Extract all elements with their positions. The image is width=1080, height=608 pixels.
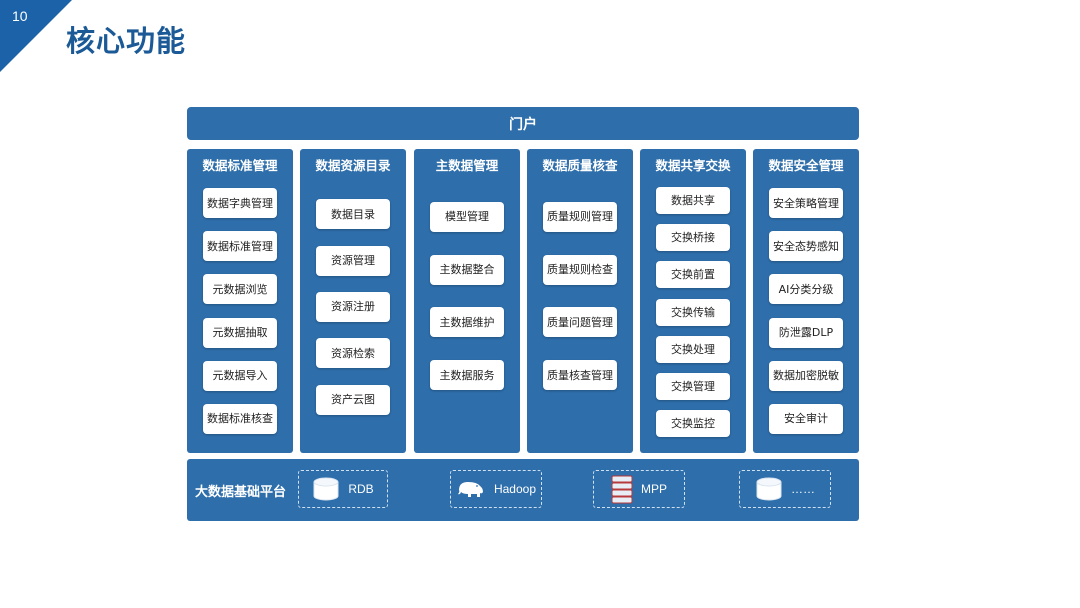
column-data-standard: 数据标准管理 数据字典管理 数据标准管理 元数据浏览 元数据抽取 元数据导入 数… [187, 149, 293, 453]
item-ai-classification: AI分类分级 [769, 274, 843, 305]
column-resource-catalog: 数据资源目录 数据目录 资源管理 资源注册 资源检索 资产云图 [300, 149, 406, 453]
column-data-exchange: 数据共享交换 数据共享 交换桥接 交换前置 交换传输 交换处理 交换管理 交换监… [640, 149, 746, 453]
platform-title: 大数据基础平台 [195, 485, 287, 500]
item-data-masking: 数据加密脱敏 [769, 360, 843, 391]
page-number: 10 [12, 8, 28, 24]
column-master-data: 主数据管理 模型管理 主数据整合 主数据维护 主数据服务 [414, 149, 520, 453]
column-title: 数据质量核查 [542, 158, 618, 173]
item-data-catalog: 数据目录 [316, 199, 390, 230]
database-icon [755, 477, 783, 501]
column-title: 主数据管理 [435, 158, 499, 173]
column-title: 数据标准管理 [202, 158, 278, 173]
item-exchange-transfer: 交换传输 [656, 298, 730, 326]
item-master-maintenance: 主数据维护 [430, 307, 504, 338]
platform-item-more: …… [739, 470, 831, 508]
big-data-platform: 大数据基础平台 RDB Hadoop [187, 459, 859, 521]
platform-item-label: RDB [348, 482, 374, 496]
item-exchange-bridge: 交换桥接 [656, 224, 730, 252]
column-title: 数据安全管理 [768, 158, 844, 173]
column-data-security: 数据安全管理 安全策略管理 安全态势感知 AI分类分级 防泄露DLP 数据加密脱… [753, 149, 859, 453]
portal-bar: 门户 [187, 107, 859, 140]
platform-item-rdb: RDB [298, 470, 388, 508]
item-metadata-extract: 元数据抽取 [203, 317, 277, 348]
item-metadata-import: 元数据导入 [203, 360, 277, 391]
item-resource-register: 资源注册 [316, 291, 390, 322]
item-quality-rule-management: 质量规则管理 [543, 201, 617, 232]
item-exchange-monitor: 交换监控 [656, 409, 730, 437]
item-quality-check-management: 质量核查管理 [543, 360, 617, 391]
column-data-quality: 数据质量核查 质量规则管理 质量规则检查 质量问题管理 质量核查管理 [527, 149, 633, 453]
hadoop-elephant-icon [456, 479, 486, 499]
item-exchange-management: 交换管理 [656, 372, 730, 400]
platform-item-label: …… [791, 482, 815, 496]
item-security-policy: 安全策略管理 [769, 188, 843, 219]
item-master-integration: 主数据整合 [430, 254, 504, 285]
item-standard-check: 数据标准核查 [203, 403, 277, 434]
corner-triangle [0, 0, 72, 72]
item-exchange-process: 交换处理 [656, 335, 730, 363]
item-data-sharing: 数据共享 [656, 187, 730, 215]
architecture-diagram: 门户 数据标准管理 数据字典管理 数据标准管理 元数据浏览 元数据抽取 元数据导… [187, 107, 859, 522]
item-data-standard: 数据标准管理 [203, 231, 277, 262]
column-title: 数据资源目录 [315, 158, 391, 173]
slide-title: 核心功能 [66, 24, 187, 58]
item-asset-cloud-map: 资产云图 [316, 384, 390, 415]
column-title: 数据共享交换 [655, 158, 731, 173]
item-exchange-front: 交换前置 [656, 261, 730, 289]
mpp-server-icon [611, 474, 633, 504]
platform-item-hadoop: Hadoop [450, 470, 542, 508]
item-data-dictionary: 数据字典管理 [203, 188, 277, 219]
item-dlp: 防泄露DLP [769, 317, 843, 348]
database-icon [312, 477, 340, 501]
item-quality-issue-management: 质量问题管理 [543, 307, 617, 338]
item-model-management: 模型管理 [430, 201, 504, 232]
item-security-audit: 安全审计 [769, 403, 843, 434]
item-security-situation: 安全态势感知 [769, 231, 843, 262]
platform-item-label: Hadoop [493, 482, 537, 496]
item-metadata-browse: 元数据浏览 [203, 274, 277, 305]
platform-item-label: MPP [640, 482, 667, 496]
item-quality-rule-check: 质量规则检查 [543, 254, 617, 285]
item-master-service: 主数据服务 [430, 360, 504, 391]
platform-item-mpp: MPP [593, 470, 685, 508]
item-resource-management: 资源管理 [316, 245, 390, 276]
item-resource-search: 资源检索 [316, 338, 390, 369]
